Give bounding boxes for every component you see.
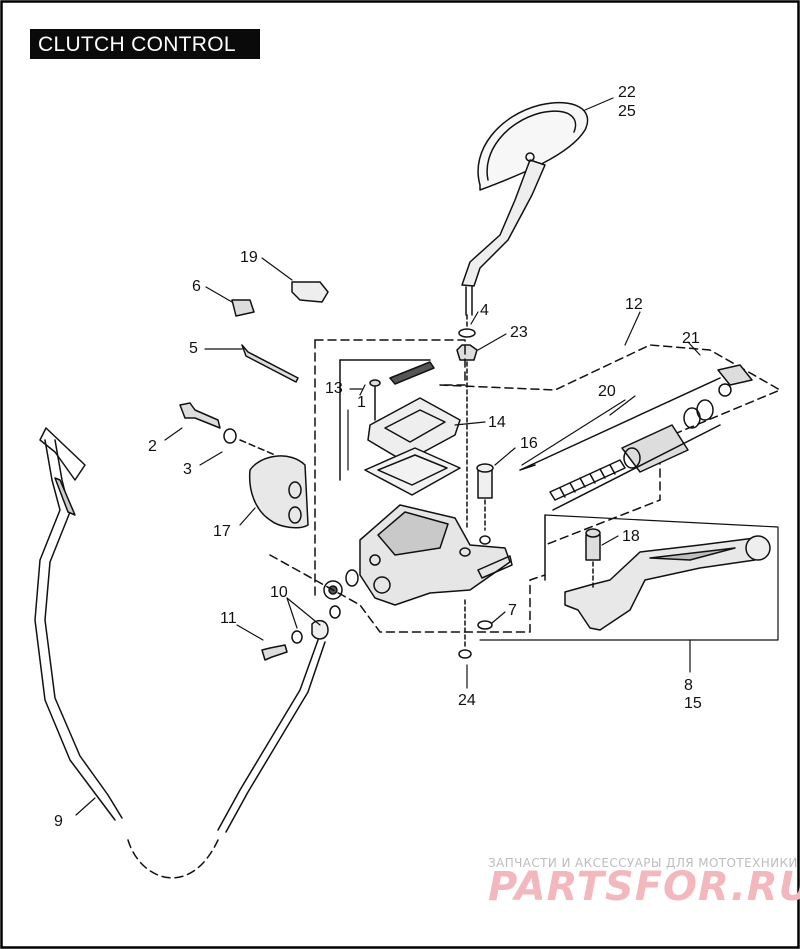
piston-spring [549,459,626,501]
screw [179,402,221,429]
callout-15: 15 [684,695,702,712]
callout-21: 21 [682,330,700,347]
page-title: CLUTCH CONTROL [38,33,236,56]
clip [231,299,255,317]
callout-25: 25 [618,103,636,120]
title-bar: CLUTCH CONTROL [30,29,260,59]
callout-6: 6 [192,278,201,295]
callout-18: 18 [622,528,640,545]
callout-1: 1 [357,394,366,411]
clutch-lever [564,537,766,631]
banjo-bolt [261,644,288,661]
callout-13: 13 [325,380,343,397]
washer [458,328,476,338]
callout-4: 4 [480,302,489,319]
callout-7: 7 [508,602,517,619]
pivot-pin [477,469,493,499]
callout-3: 3 [183,461,192,478]
cable-clip [291,281,329,303]
assembly-12-box [439,344,781,546]
callout-5: 5 [189,340,198,357]
watermark-tagline: ЗАПЧАСТИ И АКСЕССУАРЫ ДЛЯ МОТОТЕХНИКИ [488,856,798,870]
callout-22: 22 [618,84,636,101]
lever-pin [585,534,601,561]
callout-9: 9 [54,813,63,830]
nut [456,344,478,361]
clutch-hose [34,439,116,821]
callout-17: 17 [213,523,231,540]
callout-23: 23 [510,324,528,341]
callout-2: 2 [148,438,157,455]
tie-strap [241,344,299,383]
clamp [248,455,309,529]
callout-10: 10 [270,584,288,601]
callout-24: 24 [458,692,476,709]
callout-16: 16 [520,435,538,452]
callout-19: 19 [240,249,258,266]
mirror [461,101,589,316]
gasket [364,447,461,496]
callout-20: 20 [598,383,616,400]
callout-12: 12 [625,296,643,313]
reservoir-cover [367,397,461,463]
callout-11: 11 [220,610,237,627]
callout-14: 14 [488,414,506,431]
watermark-brand: PARTSFOR.RU [488,864,800,910]
pushrod-kit [717,364,753,386]
callout-8: 8 [684,677,693,694]
